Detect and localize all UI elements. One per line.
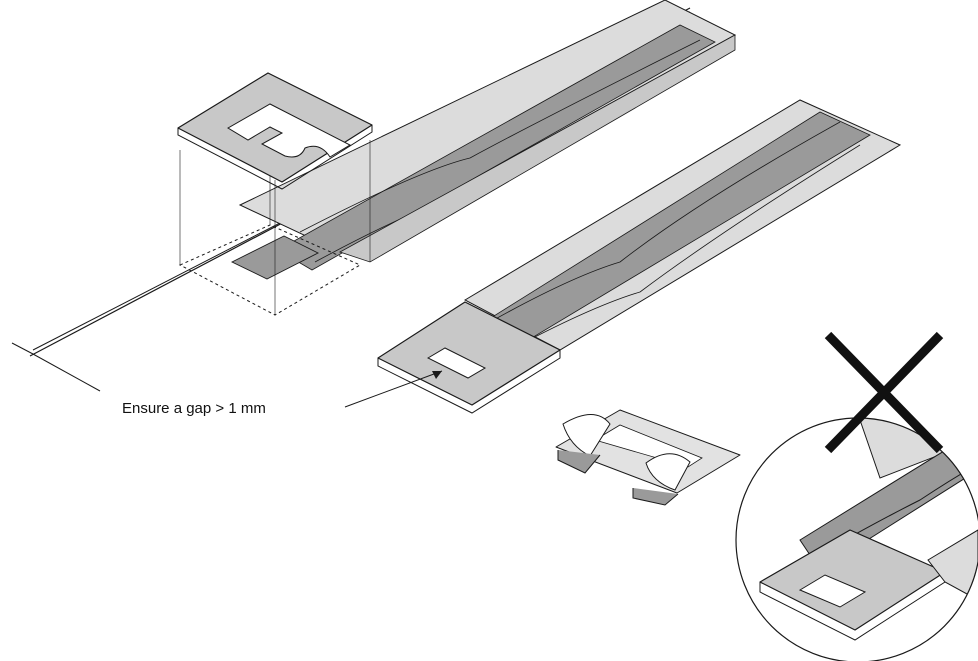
adhesive-cap-peeled xyxy=(555,409,741,506)
gap-note-label: Ensure a gap > 1 mm xyxy=(122,400,266,417)
gap-callout: Ensure a gap > 1 mm xyxy=(122,370,443,417)
incorrect-detail-view xyxy=(735,417,978,661)
lower-strip-assembly xyxy=(377,99,902,414)
x-mark-icon xyxy=(824,331,944,454)
u-shaped-cap xyxy=(177,72,373,190)
upper-strip-assembly xyxy=(238,0,737,271)
